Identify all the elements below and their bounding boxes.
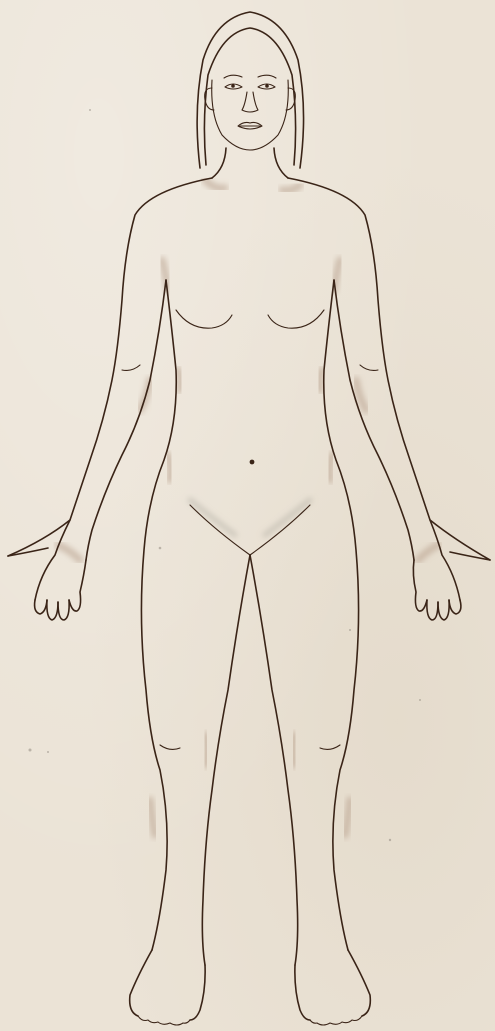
left-foot <box>130 950 205 1025</box>
right-hand <box>413 520 490 620</box>
right-foot <box>295 950 370 1025</box>
shading-marks <box>58 180 438 835</box>
head <box>197 12 303 168</box>
left-hand <box>8 520 86 620</box>
paper-texture <box>29 109 422 841</box>
